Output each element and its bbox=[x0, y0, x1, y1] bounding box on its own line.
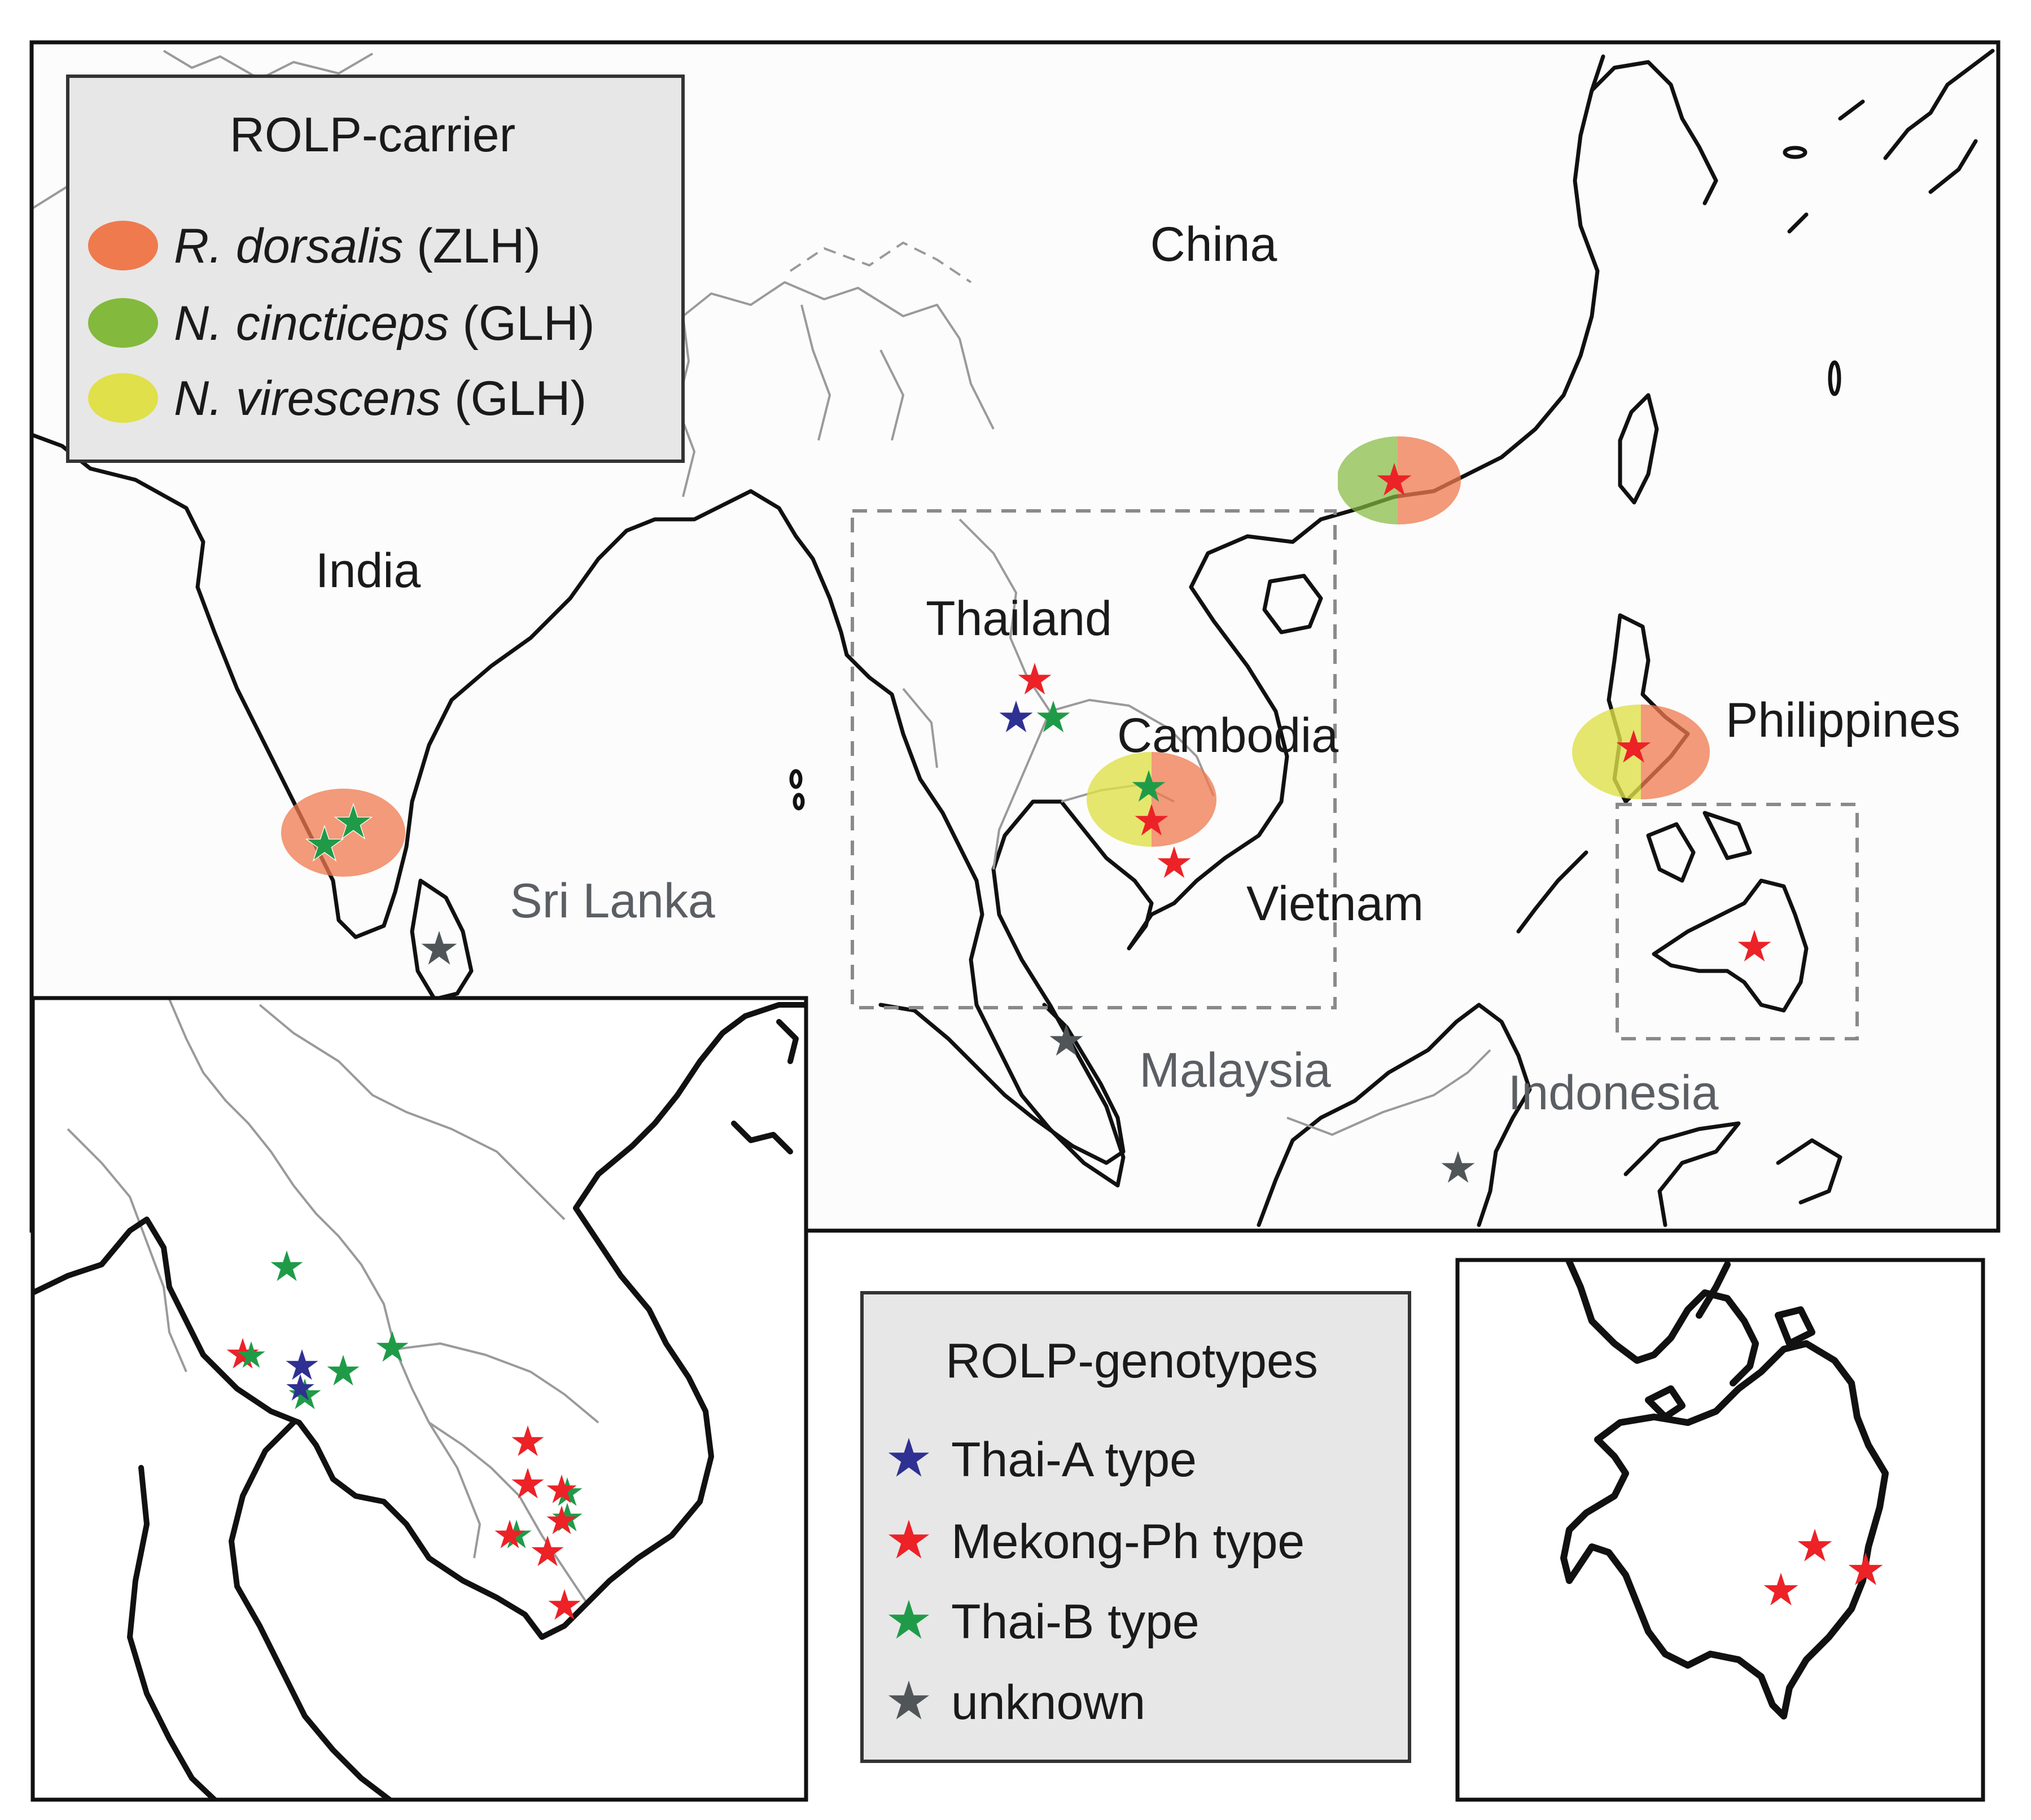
small-island bbox=[1828, 360, 1841, 396]
genotype-item-thai-b: Thai-B type bbox=[951, 1595, 1200, 1649]
small-island bbox=[789, 769, 803, 789]
india-coastline bbox=[32, 432, 849, 939]
malay-peninsula bbox=[878, 1003, 1126, 1165]
label-cambodia: Cambodia bbox=[1117, 708, 1338, 763]
label-philippines: Philippines bbox=[1726, 693, 1960, 747]
genotype-item-unknown: unknown bbox=[951, 1675, 1145, 1730]
mindanao-inset-marker bbox=[1616, 803, 1859, 1040]
small-island bbox=[793, 793, 805, 811]
visayas-islands bbox=[1646, 811, 1752, 883]
genotype-legend-title: ROLP-genotypes bbox=[946, 1334, 1318, 1388]
inset-borders bbox=[67, 999, 599, 1604]
carrier-legend-title: ROLP-carrier bbox=[230, 108, 516, 162]
indochina-coastline bbox=[844, 54, 1605, 1188]
borneo-border bbox=[1286, 1049, 1491, 1136]
mekong-inset-map bbox=[30, 996, 808, 1802]
palawan-island bbox=[1516, 850, 1588, 934]
carrier-region-philippines bbox=[1572, 705, 1710, 799]
carrier-item-n-virescens: N. virescens (GLH) bbox=[174, 371, 586, 426]
main-map-frame bbox=[29, 40, 2001, 1233]
indochina-borders bbox=[902, 518, 1215, 870]
n-cincticeps-swatch bbox=[88, 298, 158, 348]
inset-coastline bbox=[33, 1002, 806, 1800]
hainan-island bbox=[1262, 574, 1323, 635]
mindanao-island bbox=[1652, 878, 1809, 1013]
small-island bbox=[1783, 146, 1807, 159]
disputed-border-dashed bbox=[789, 241, 972, 283]
carrier-region-cambodia bbox=[1087, 752, 1216, 847]
n-virescens-swatch bbox=[88, 373, 158, 423]
label-sri-lanka: Sri Lanka bbox=[510, 874, 715, 928]
mekong-inset-marker bbox=[851, 509, 1337, 1009]
sri-lanka-island bbox=[410, 878, 474, 1001]
sulawesi-island bbox=[1623, 1121, 1842, 1227]
mindanao-inset-coastline bbox=[1560, 1260, 1889, 1720]
carrier-region-guangdong bbox=[1338, 436, 1461, 524]
label-vietnam: Vietnam bbox=[1246, 877, 1424, 931]
inset-coast-detail bbox=[731, 1019, 799, 1154]
carrier-region-india bbox=[281, 789, 405, 877]
label-thailand: Thailand bbox=[926, 592, 1112, 646]
borneo-coastline bbox=[1257, 1003, 1532, 1227]
mindanao-inset-islets bbox=[1645, 1261, 1815, 1420]
label-malaysia: Malaysia bbox=[1139, 1043, 1331, 1097]
japan-islands bbox=[1787, 49, 1995, 234]
label-india: India bbox=[316, 544, 421, 598]
genotype-item-thai-a: Thai-A type bbox=[951, 1433, 1197, 1487]
mindanao-inset-map bbox=[1455, 1258, 1985, 1802]
carrier-item-n-cincticeps: N. cincticeps (GLH) bbox=[174, 296, 595, 351]
label-china: China bbox=[1150, 217, 1277, 272]
carrier-legend: ROLP-carrier R. dorsalis (ZLH) N. cincti… bbox=[66, 75, 685, 463]
r-dorsalis-swatch bbox=[88, 221, 158, 270]
korea-coastline bbox=[1590, 60, 1718, 205]
label-indonesia: Indonesia bbox=[1508, 1066, 1719, 1120]
carrier-item-r-dorsalis: R. dorsalis (ZLH) bbox=[174, 219, 541, 273]
genotype-legend: ROLP-genotypes Thai-A type Mekong-Ph typ… bbox=[860, 1291, 1411, 1763]
genotype-item-mekong-ph: Mekong-Ph type bbox=[951, 1515, 1305, 1569]
taiwan-island bbox=[1618, 393, 1659, 505]
